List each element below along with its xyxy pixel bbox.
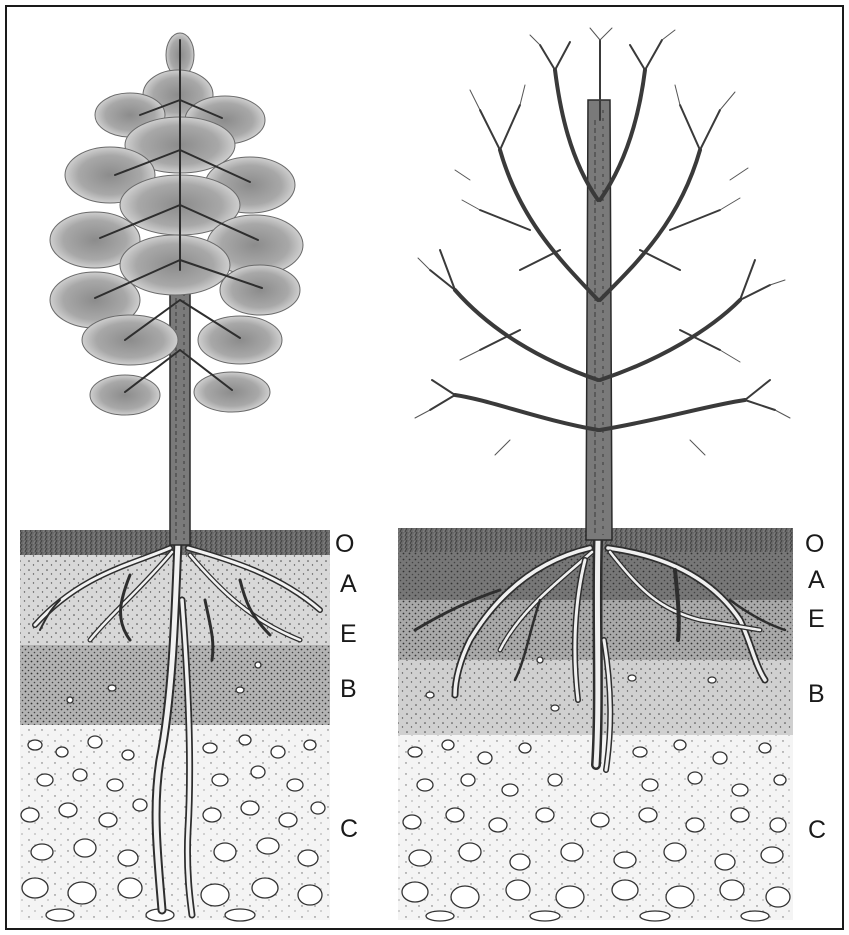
label-o-left: O bbox=[335, 530, 354, 558]
label-a-left: A bbox=[340, 570, 357, 598]
label-c-right: C bbox=[808, 816, 826, 844]
conifer-trunk bbox=[170, 260, 190, 545]
label-o-right: O bbox=[805, 530, 824, 558]
label-e-left: E bbox=[340, 620, 357, 648]
label-c-left: C bbox=[340, 815, 358, 843]
label-e-right: E bbox=[808, 605, 825, 633]
label-b-right: B bbox=[808, 680, 825, 708]
deciduous-trunk bbox=[586, 100, 612, 540]
label-b-left: B bbox=[340, 675, 357, 703]
label-a-right: A bbox=[808, 566, 825, 594]
